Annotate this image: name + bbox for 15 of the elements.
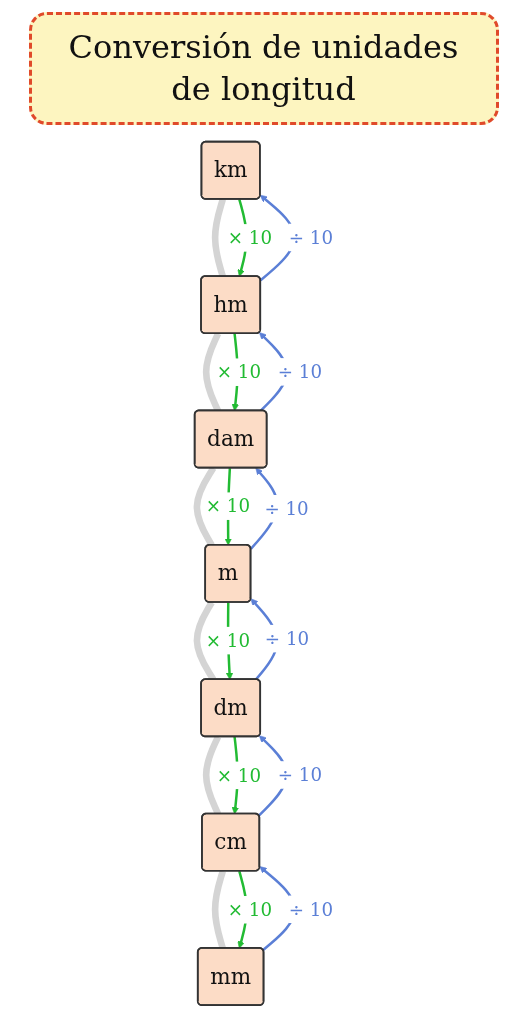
edge-label: × 10 [205, 496, 250, 517]
edge-label: × 10 [227, 227, 272, 249]
edge-label: ÷ 10 [264, 628, 309, 650]
connector [211, 198, 226, 278]
connector [211, 870, 226, 950]
edge-label: ÷ 10 [277, 361, 322, 383]
edge-label: ÷ 10 [288, 227, 333, 249]
edge-label: ÷ 10 [264, 498, 309, 520]
edge-label: ÷ 10 [288, 899, 333, 920]
edge-label: × 10 [227, 899, 272, 921]
edge-label: × 10 [216, 765, 261, 786]
title-banner: Conversión de unidades de longitud [28, 12, 499, 126]
edge-label: × 10 [205, 630, 250, 652]
edge-label: × 10 [216, 362, 261, 383]
edge-label: ÷ 10 [277, 764, 322, 786]
